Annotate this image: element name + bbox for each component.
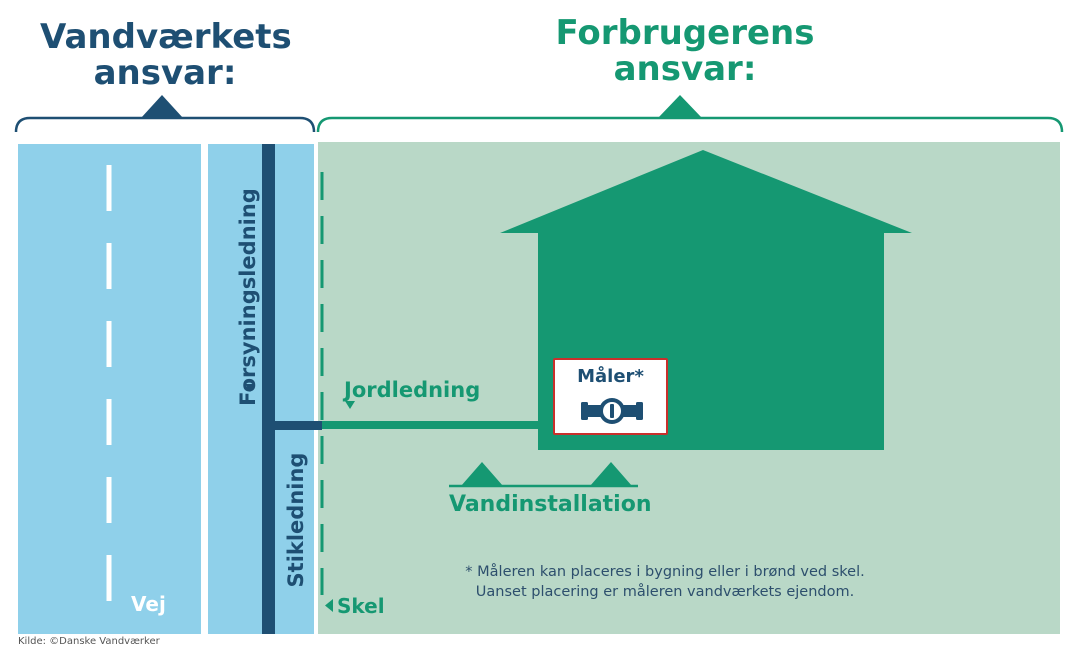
supply-arrow-icon [245,384,255,392]
water-meter-icon [581,398,643,424]
road-label: Vej [131,592,166,616]
supply-line-label: Forsyningsledning [236,188,260,406]
installation-label: Vandinstallation [449,492,652,517]
consumer-heading-line1: Forbrugerens [555,13,815,53]
consumer-bracket [316,95,1064,133]
supply-pipe [262,144,275,634]
meter-label: Måler* [577,366,644,387]
installation-bracket [449,462,638,488]
boundary-label: Skel [337,594,385,618]
service-line-label: Stikledning [284,452,308,588]
utility-bracket [14,95,316,133]
consumer-heading-line2: ansvar: [613,49,757,89]
utility-heading-line2: ansvar: [93,53,237,93]
utility-heading-line1: Vandværkets [40,17,292,57]
pipe-strip [208,144,314,634]
ground-line-label: Jordledning [344,378,481,402]
footnote-line1: * Måleren kan placeres i bygning eller i… [465,564,865,580]
meter-box: Måler* [553,358,668,435]
boundary-arrow-icon [325,599,333,612]
source-credit: Kilde: ©Danske Vandværker [18,636,160,647]
ground-pipe [322,421,554,429]
road-area [18,144,201,634]
footnote-line2: Uanset placering er måleren vandværkets … [475,584,855,600]
ground-arrow-icon [345,401,355,409]
service-pipe [262,421,322,430]
